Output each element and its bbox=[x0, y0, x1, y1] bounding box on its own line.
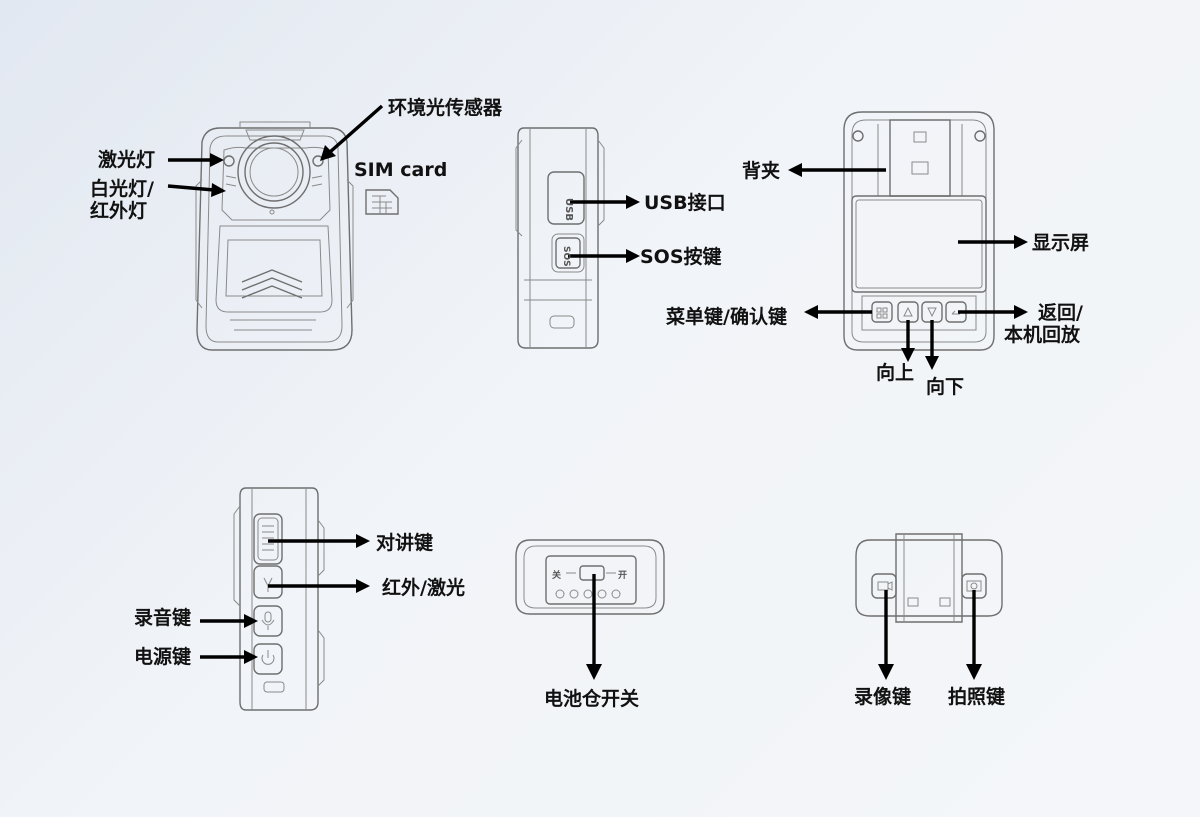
label-menu-confirm-key: 菜单键/确认键 bbox=[666, 306, 787, 328]
label-back-playback-line1: 返回/ bbox=[1038, 302, 1083, 324]
label-white-ir-light-line2: 红外灯 bbox=[90, 200, 148, 222]
switch-close-text: 关 bbox=[552, 569, 561, 581]
down-triangle-icon bbox=[927, 307, 937, 318]
back-icon bbox=[951, 310, 960, 315]
label-talk-key: 对讲键 bbox=[376, 532, 434, 554]
label-back-clip: 背夹 bbox=[742, 160, 781, 182]
label-battery-switch: 电池仓开关 bbox=[544, 688, 640, 710]
label-audio-record-key: 录音键 bbox=[134, 607, 192, 629]
label-sim-card: SIM card bbox=[354, 159, 448, 181]
label-video-record-key: 录像键 bbox=[854, 686, 912, 708]
top-view bbox=[855, 533, 1003, 623]
label-down: 向下 bbox=[926, 376, 965, 398]
power-icon bbox=[261, 650, 275, 665]
label-display-screen: 显示屏 bbox=[1032, 232, 1090, 254]
sim-card-icon bbox=[365, 189, 399, 215]
usb-side-text: USB bbox=[563, 198, 574, 221]
side-view-left bbox=[233, 487, 325, 711]
switch-open-text: 开 bbox=[618, 570, 627, 581]
label-photo-key: 拍照键 bbox=[948, 686, 1006, 708]
label-laser-light: 激光灯 bbox=[98, 149, 156, 171]
front-view bbox=[195, 121, 354, 351]
label-usb-port: USB接口 bbox=[644, 192, 726, 214]
talk-icon bbox=[262, 525, 274, 551]
menu-grid-icon bbox=[876, 307, 888, 319]
label-up: 向上 bbox=[876, 362, 915, 384]
up-triangle-icon bbox=[903, 306, 913, 317]
bottom-view bbox=[515, 539, 665, 615]
arrows bbox=[167, 104, 1028, 680]
video-icon bbox=[877, 581, 893, 591]
label-power-key: 电源键 bbox=[134, 646, 192, 668]
label-back-playback: 返回/ 本机回放 bbox=[1004, 302, 1083, 346]
label-ir-laser: 红外/激光 bbox=[382, 577, 465, 599]
label-sos-key: SOS按键 bbox=[640, 246, 722, 268]
camera-icon bbox=[966, 580, 982, 592]
label-white-ir-light: 白光灯/ 红外灯 bbox=[90, 178, 154, 222]
mic-icon bbox=[261, 611, 275, 630]
back-view bbox=[843, 111, 995, 351]
side-view-right bbox=[515, 127, 605, 349]
label-back-playback-line2: 本机回放 bbox=[1004, 324, 1081, 346]
label-ambient-light-sensor: 环境光传感器 bbox=[388, 97, 503, 119]
label-white-ir-light-line1: 白光灯/ bbox=[90, 178, 154, 200]
sos-button-text: SOS bbox=[561, 246, 571, 267]
